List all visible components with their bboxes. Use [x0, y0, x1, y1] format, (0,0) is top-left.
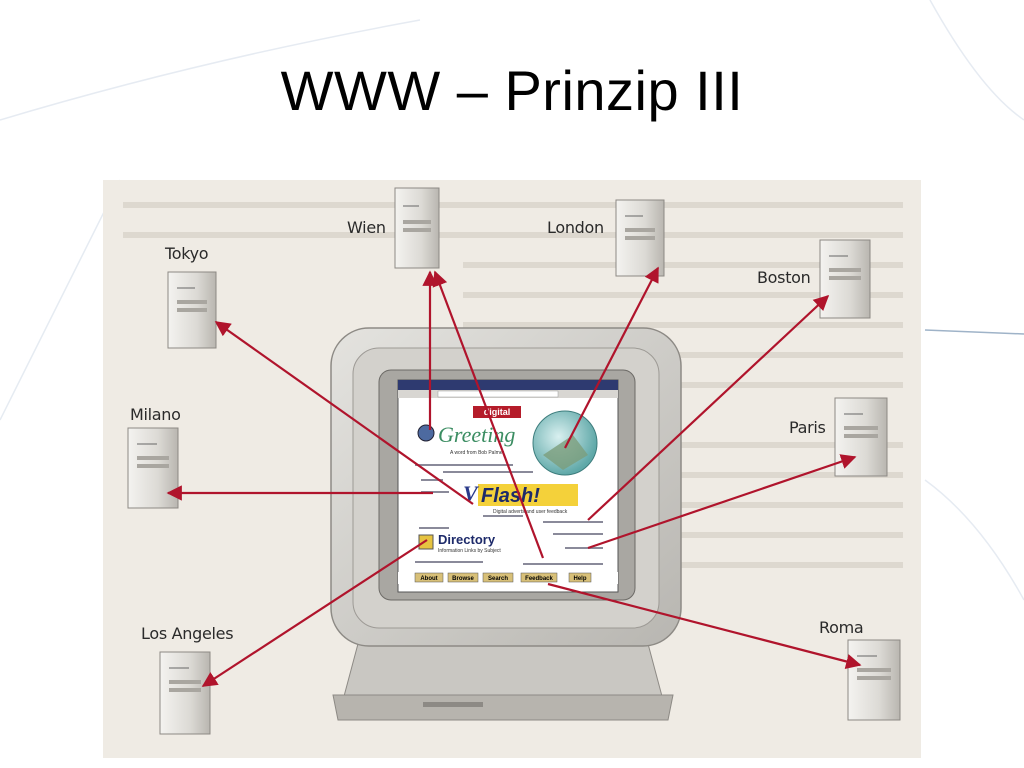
server-milano-icon — [127, 427, 179, 509]
server-roma-icon — [847, 639, 901, 721]
arrow-los-angeles — [201, 539, 428, 687]
flash-subtitle: Digital adverts and user feedback — [493, 509, 568, 515]
arrow-boston — [587, 294, 830, 521]
nav-browse[interactable]: Browse — [452, 576, 474, 582]
server-paris-icon — [834, 397, 888, 477]
label-london: London — [547, 218, 604, 237]
flash-title[interactable]: Flash! — [481, 485, 540, 507]
arrow-london — [564, 266, 659, 449]
label-paris: Paris — [789, 418, 826, 437]
arrow-tokyo — [214, 321, 474, 505]
diagram-canvas: digital Greeting A word from Bob Palmer — [123, 187, 903, 735]
nav-feedback[interactable]: Feedback — [525, 576, 553, 582]
label-roma: Roma — [819, 618, 864, 637]
server-tokyo-icon — [167, 271, 217, 349]
browser-nav: About Browse Search Feedback Help — [414, 572, 592, 583]
nav-search[interactable]: Search — [488, 576, 508, 582]
browser-window: digital Greeting A word from Bob Palmer — [397, 379, 619, 593]
www-diagram: digital Greeting A word from Bob Palmer — [103, 180, 921, 758]
nav-help[interactable]: Help — [573, 576, 586, 582]
arrow-wien-2 — [432, 270, 545, 559]
greeting-title[interactable]: Greeting — [438, 422, 515, 447]
digital-logo: digital — [484, 407, 511, 417]
arrow-paris — [587, 454, 857, 550]
connection-arrows — [166, 266, 862, 687]
server-los-angeles-icon — [159, 651, 211, 735]
server-london-icon — [615, 199, 665, 277]
label-boston: Boston — [757, 268, 811, 287]
label-los-angeles: Los Angeles — [141, 624, 234, 643]
server-wien-icon — [394, 187, 440, 269]
slide-title: WWW – Prinzip III — [280, 59, 744, 122]
arrow-roma — [547, 582, 862, 669]
directory-title[interactable]: Directory — [438, 532, 496, 547]
label-tokyo: Tokyo — [165, 244, 209, 263]
label-milano: Milano — [130, 405, 181, 424]
greeting-subtitle: A word from Bob Palmer — [450, 450, 505, 456]
server-boston-icon — [819, 239, 871, 319]
directory-subtitle: Information Links by Subject — [438, 548, 501, 554]
nav-about[interactable]: About — [420, 576, 437, 582]
label-wien: Wien — [347, 218, 386, 237]
